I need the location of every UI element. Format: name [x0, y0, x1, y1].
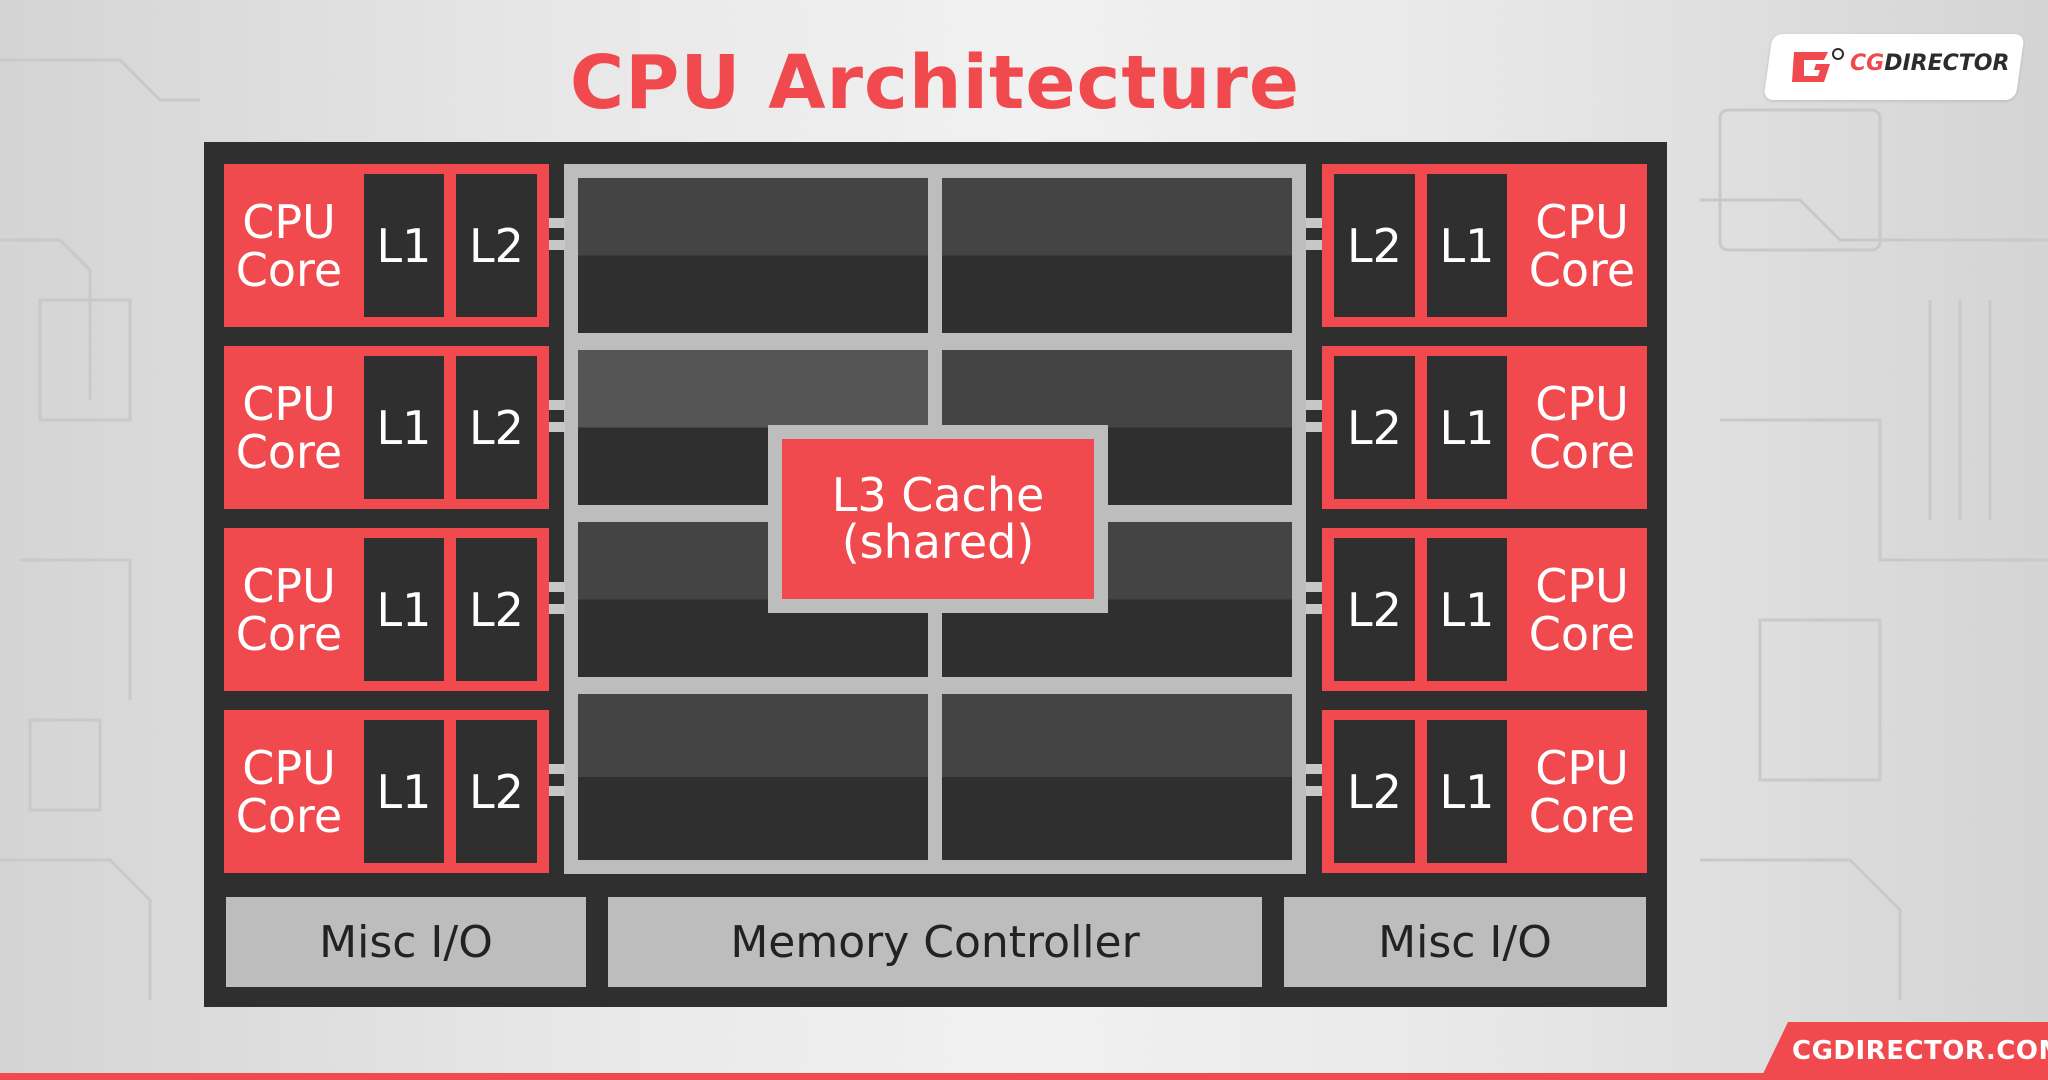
l2-cache: L2: [1334, 720, 1415, 863]
cgdirector-logo[interactable]: CGDIRECTOR: [1763, 34, 2025, 100]
l2-cache: L2: [456, 538, 537, 681]
bus-connector: [549, 400, 565, 410]
footer-accent-bar: [0, 1073, 2048, 1080]
cache-block: [578, 178, 928, 333]
bus-connector: [549, 422, 565, 432]
page-title: CPU Architecture: [569, 40, 1301, 126]
l1-cache: L1: [364, 720, 444, 863]
l1-cache: L1: [364, 356, 444, 499]
logo-text-rest: DIRECTOR: [1884, 51, 2010, 76]
cache-block: [578, 694, 928, 860]
l1-cache: L1: [364, 538, 444, 681]
bus-connector: [549, 240, 565, 250]
cgdirector-logo-icon: [1792, 48, 1844, 82]
logo-text-prefix: CG: [1850, 51, 1885, 76]
cache-block: [942, 178, 1292, 333]
footer-tag: [1760, 1022, 2048, 1080]
l1-cache: L1: [1427, 356, 1507, 499]
misc-io-right: Misc I/O: [1284, 897, 1646, 987]
l1-cache: L1: [364, 174, 444, 317]
misc-io-left: Misc I/O: [226, 897, 586, 987]
l3-cache-sublabel: (shared): [841, 515, 1035, 569]
l1-cache: L1: [1427, 538, 1507, 681]
l3-cache: L3 Cache (shared): [768, 425, 1108, 613]
l2-cache: L2: [1334, 174, 1415, 317]
bus-connector: [1306, 422, 1322, 432]
l2-cache: L2: [456, 174, 537, 317]
logo-text: CGDIRECTOR: [1850, 51, 2009, 76]
bus-connector: [1306, 764, 1322, 774]
l3-cache-label: L3 Cache: [831, 468, 1045, 522]
bus-connector: [549, 786, 565, 796]
bus-connector: [1306, 240, 1322, 250]
bus-connector: [1306, 400, 1322, 410]
bus-connector: [1306, 582, 1322, 592]
bus-connector: [1306, 604, 1322, 614]
bus-connector: [549, 604, 565, 614]
bus-connector: [549, 582, 565, 592]
l2-cache: L2: [456, 720, 537, 863]
bus-connector: [549, 218, 565, 228]
bus-connector: [1306, 218, 1322, 228]
l1-cache: L1: [1427, 720, 1507, 863]
bus-connector: [549, 764, 565, 774]
l1-cache: L1: [1427, 174, 1507, 317]
memory-controller: Memory Controller: [608, 897, 1262, 987]
cache-block: [942, 694, 1292, 860]
l3-cache-grid: [564, 164, 1306, 874]
l2-cache: L2: [1334, 538, 1415, 681]
l2-cache: L2: [1334, 356, 1415, 499]
l2-cache: L2: [456, 356, 537, 499]
bus-connector: [1306, 786, 1322, 796]
footer-url[interactable]: CGDIRECTOR.COM: [1792, 1036, 2048, 1066]
